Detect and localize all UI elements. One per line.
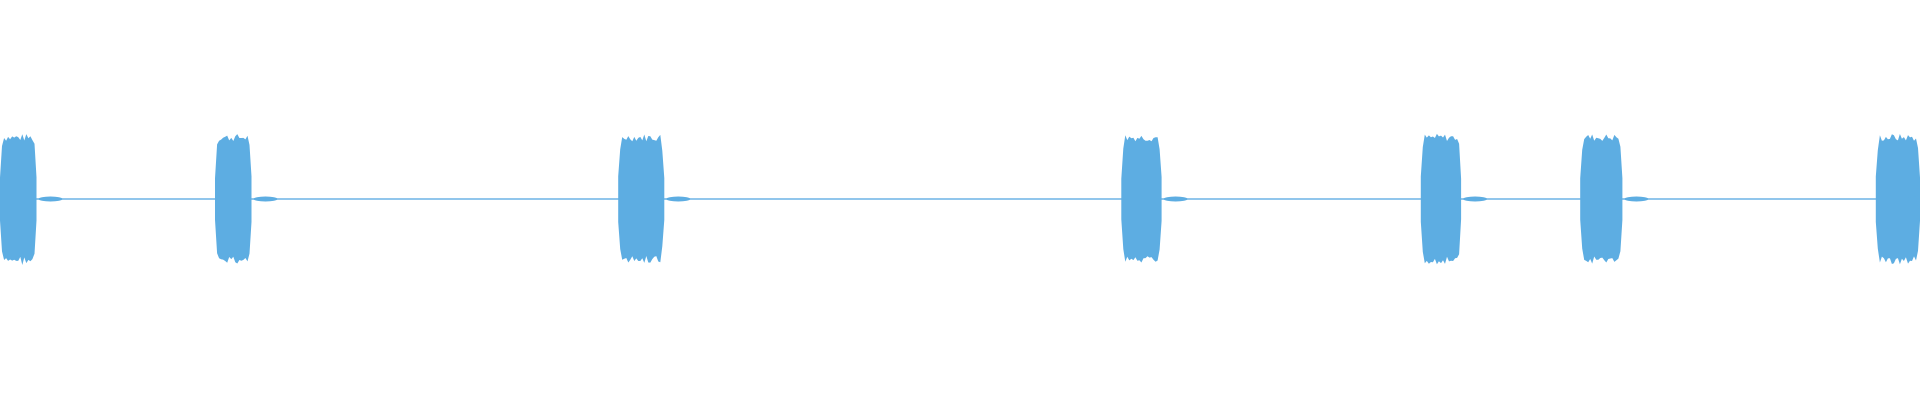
burst-1-tail — [38, 196, 63, 202]
burst-2 — [215, 134, 252, 264]
burst-3 — [618, 134, 665, 263]
burst-5 — [1420, 133, 1462, 265]
burst-5-tail — [1463, 196, 1488, 202]
burst-7 — [1875, 134, 1920, 265]
burst-2-tail — [253, 196, 278, 202]
burst-4 — [1121, 135, 1162, 263]
burst-6-tail — [1624, 196, 1649, 202]
burst-7-tail — [1906, 196, 1920, 202]
burst-4-tail — [1163, 196, 1188, 202]
burst-3-tail — [666, 196, 691, 202]
burst-6 — [1580, 134, 1623, 264]
burst-1 — [0, 134, 37, 265]
waveform-bursts — [0, 133, 1920, 265]
